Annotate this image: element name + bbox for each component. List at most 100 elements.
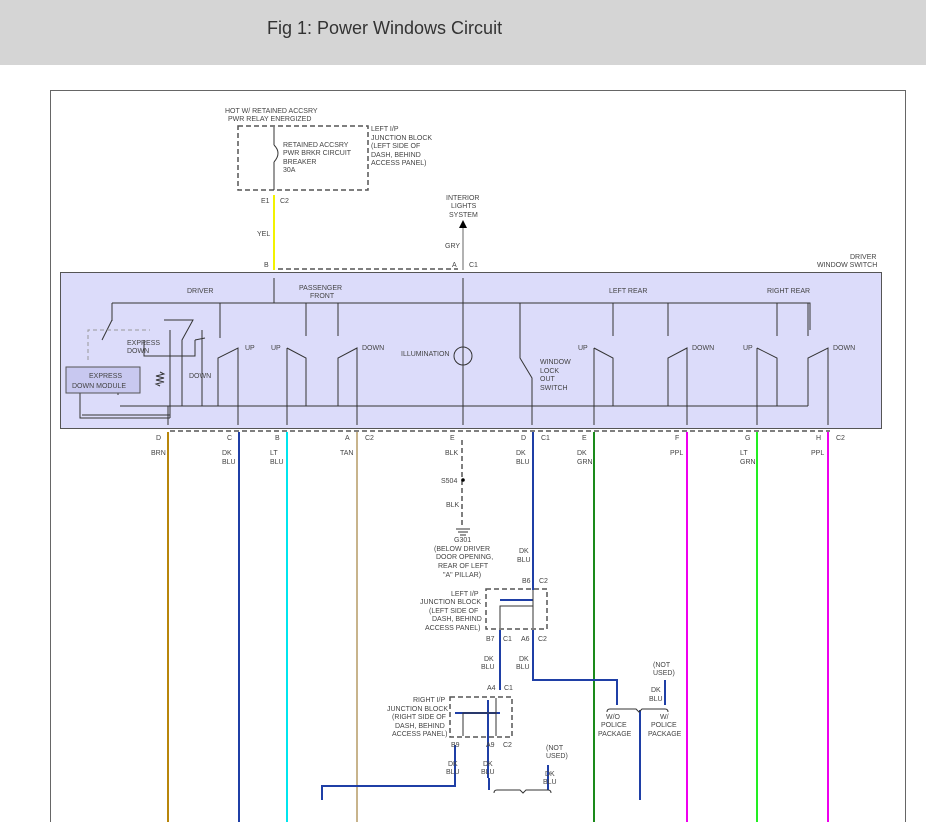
label: DASH, BEHIND (395, 723, 445, 730)
label: C2 (503, 742, 512, 749)
figure-header: Fig 1: Power Windows Circuit (0, 0, 926, 65)
label: DOWN (833, 345, 855, 352)
label: FRONT (310, 293, 335, 300)
label: BLK (446, 502, 460, 509)
label: RETAINED ACCSRY (283, 142, 349, 149)
label: PACKAGE (648, 731, 682, 738)
label: W/ (660, 714, 669, 721)
label: BLU (446, 769, 460, 776)
circuit-breaker-icon (273, 144, 279, 163)
label: ACCESS PANEL) (392, 731, 448, 738)
pin-label: D (156, 435, 161, 442)
label: DASH, BEHIND (432, 616, 482, 623)
label: DRIVER (187, 288, 213, 295)
label: (NOT (653, 662, 671, 669)
label: OUT (540, 376, 556, 383)
wire-color-label: BLK (445, 450, 459, 457)
label: BLU (481, 664, 495, 671)
label: RIGHT REAR (767, 288, 810, 295)
label: (LEFT SIDE OF (371, 143, 420, 150)
label: LEFT I/P (451, 591, 479, 598)
driver-window-switch (60, 272, 882, 429)
label: A (452, 262, 457, 269)
label: POLICE (651, 722, 677, 729)
label: BLU (543, 779, 557, 786)
label: (NOT (546, 745, 564, 752)
label: A6 (521, 636, 530, 643)
label: DASH, BEHIND (371, 152, 421, 159)
wire-color-label: DK (222, 450, 232, 457)
label: PWR RELAY ENERGIZED (228, 116, 311, 123)
label: UP (271, 345, 281, 352)
label: C1 (469, 262, 478, 269)
label: POLICE (601, 722, 627, 729)
wire-color-label: BLU (222, 459, 236, 466)
label: LOCK (540, 368, 559, 375)
label: DK (484, 656, 494, 663)
arrow-up-icon (459, 220, 467, 228)
label: BLU (481, 769, 495, 776)
resistor-icon (154, 371, 166, 387)
diagram-frame (50, 90, 906, 822)
label: INTERIOR (446, 195, 479, 202)
label: A9 (486, 742, 495, 749)
label: C1 (503, 636, 512, 643)
wire-color-label: GRN (740, 459, 756, 466)
label: DK (545, 771, 555, 778)
label: C2 (539, 578, 548, 585)
wire-color-label: PPL (670, 450, 683, 457)
right-ip-junction-block (449, 696, 513, 738)
label: DOWN MODULE (72, 383, 126, 390)
wire-color-label: DK (516, 450, 526, 457)
pin-label: E (450, 435, 455, 442)
label: SYSTEM (449, 212, 478, 219)
splice-s504 (461, 478, 465, 482)
label: C1 (504, 685, 513, 692)
label: ACCESS PANEL) (371, 160, 427, 167)
label: EXPRESS (89, 373, 122, 380)
pin-label: H (816, 435, 821, 442)
wire-color-label: LT (270, 450, 278, 457)
label: B (264, 262, 269, 269)
label: DK (519, 656, 529, 663)
label: A4 (487, 685, 496, 692)
wire-color-label: BLU (516, 459, 530, 466)
label: B9 (451, 742, 460, 749)
ground-icon (456, 528, 470, 536)
label: (BELOW DRIVER (434, 546, 490, 553)
label: DOWN (127, 348, 149, 355)
label: LEFT REAR (609, 288, 647, 295)
label: 30A (283, 167, 296, 174)
label: BLU (516, 664, 530, 671)
label: WINDOW (540, 359, 571, 366)
label: JUNCTION BLOCK (371, 135, 432, 142)
figure-title: Fig 1: Power Windows Circuit (267, 18, 503, 38)
label: REAR OF LEFT (438, 563, 489, 570)
label: (LEFT SIDE OF (429, 608, 478, 615)
label: UP (245, 345, 255, 352)
label: YEL (257, 231, 270, 238)
label: C2 (538, 636, 547, 643)
label: G301 (454, 537, 471, 544)
pin-label: G (745, 435, 750, 442)
wire-color-label: BLU (270, 459, 284, 466)
label: C2 (280, 198, 289, 205)
label: "A" PILLAR) (443, 572, 481, 579)
wire-color-label: LT (740, 450, 748, 457)
pin-label: C (227, 435, 232, 442)
wire-color-label: TAN (340, 450, 353, 457)
label: DRIVER (850, 254, 876, 261)
label: W/O (606, 714, 621, 721)
label: LIGHTS (451, 203, 477, 210)
label: GRY (445, 243, 460, 250)
label: S504 (441, 478, 457, 485)
illumination-lamp-icon (453, 346, 473, 366)
label: PWR BRKR CIRCUIT (283, 150, 352, 157)
label: DOWN (362, 345, 384, 352)
label: JUNCTION BLOCK (387, 706, 448, 713)
label: DOWN (189, 373, 211, 380)
connector-label: C2 (365, 435, 374, 442)
left-ip-junction-block (485, 588, 548, 630)
option-brace (493, 708, 669, 794)
